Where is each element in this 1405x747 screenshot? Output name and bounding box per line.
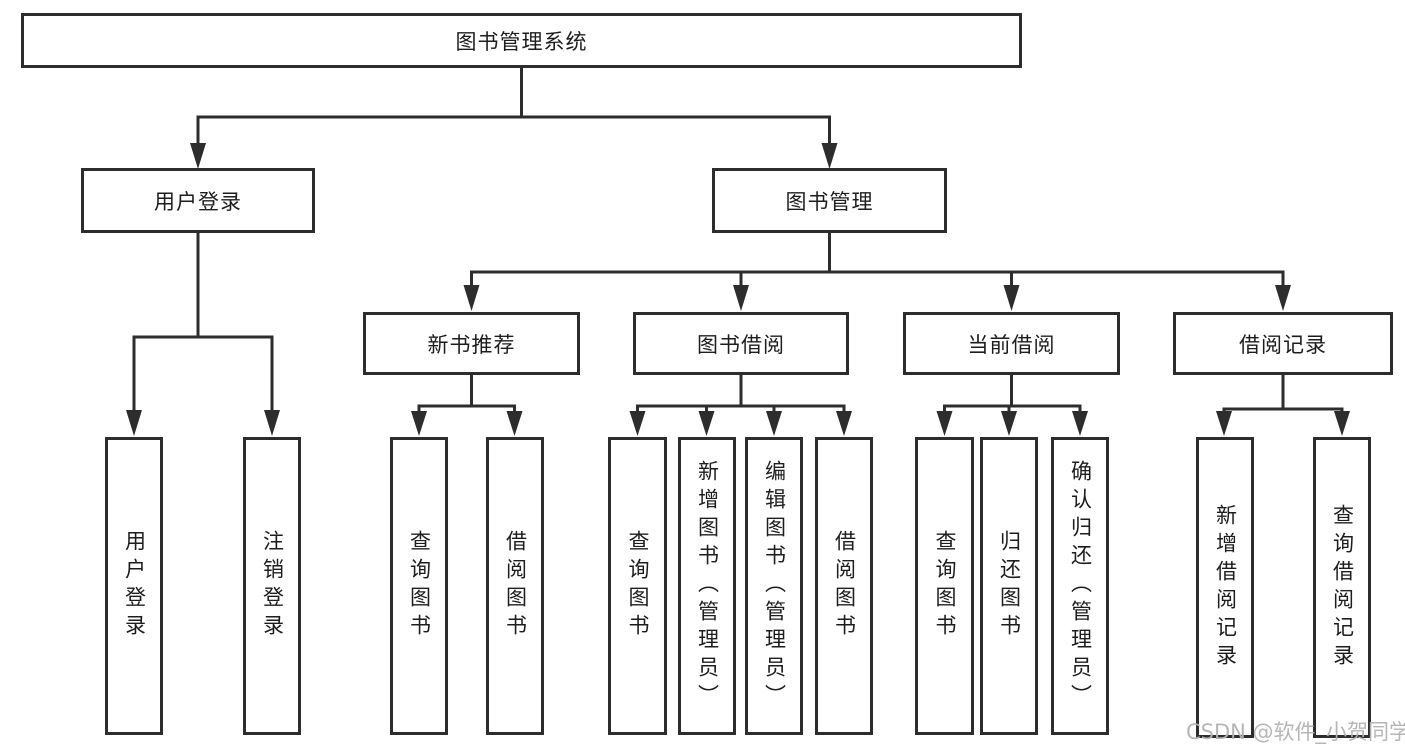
leaf-recommend-query-books: 查询图书 — [390, 437, 448, 735]
node-root-system: 图书管理系统 — [21, 13, 1022, 68]
leaf-return-books: 归还图书 — [980, 437, 1038, 735]
leaf-recommend-borrow-books: 借阅图书 — [486, 437, 544, 735]
leaf-borrow-query-books: 查询图书 — [608, 437, 667, 735]
node-borrow-records: 借阅记录 — [1173, 312, 1393, 375]
node-current-borrow: 当前借阅 — [903, 312, 1120, 375]
leaf-edit-books-admin: 编辑图书（管理员） — [745, 437, 803, 735]
leaf-user-login: 用户登录 — [105, 437, 163, 735]
leaf-confirm-return-admin: 确认归还（管理员） — [1051, 437, 1109, 735]
csdn-watermark: CSDN @软件_小贺同学 — [1186, 720, 1405, 744]
leaf-logout: 注销登录 — [243, 437, 301, 735]
leaf-add-books-admin: 新增图书（管理员） — [678, 437, 736, 735]
node-book-borrow: 图书借阅 — [633, 312, 849, 375]
leaf-add-borrow-record: 新增借阅记录 — [1196, 437, 1254, 738]
leaf-current-query-books: 查询图书 — [915, 437, 974, 735]
leaf-query-borrow-record: 查询借阅记录 — [1313, 437, 1371, 738]
node-user-login: 用户登录 — [81, 168, 315, 233]
node-book-management: 图书管理 — [712, 168, 947, 233]
node-new-book-recommend: 新书推荐 — [363, 312, 580, 375]
leaf-borrow-books: 借阅图书 — [815, 437, 873, 735]
